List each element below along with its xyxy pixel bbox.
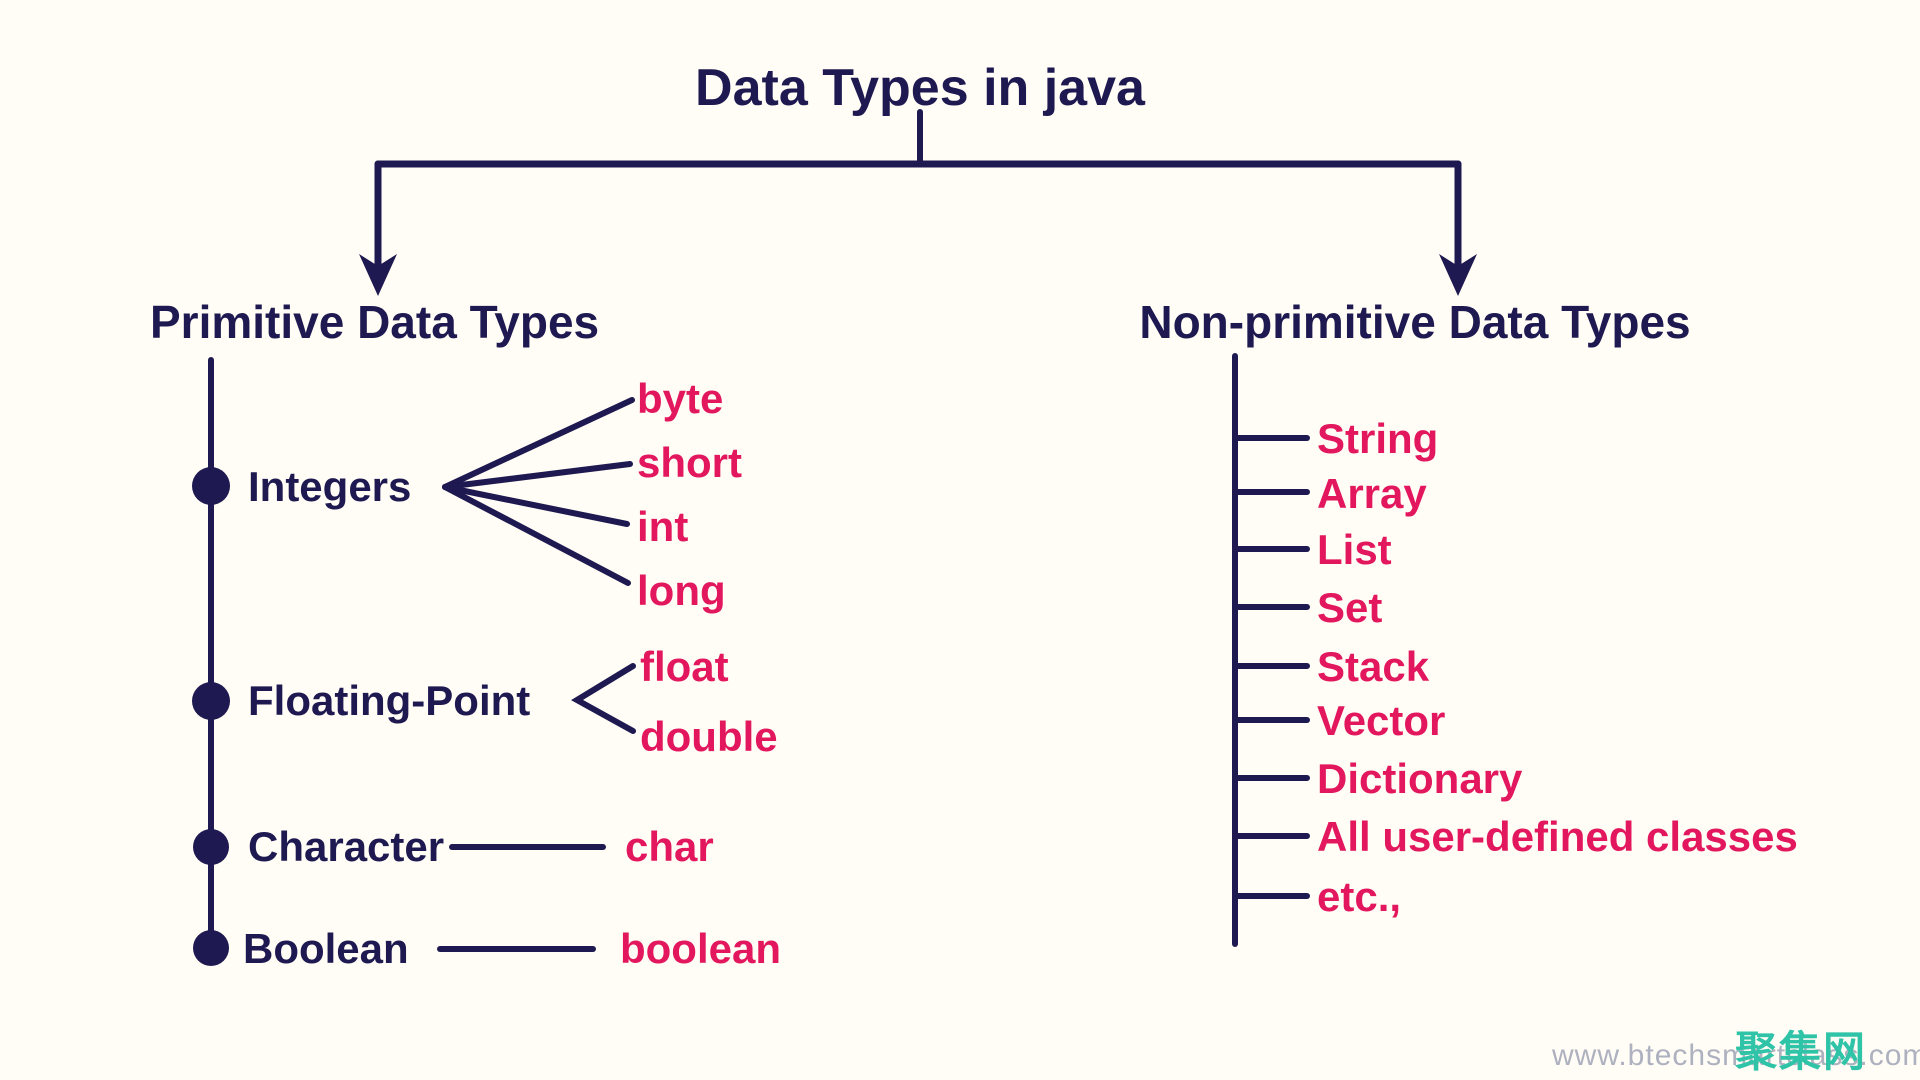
type-label-float: float [640, 643, 729, 690]
integers-fan-line-int [442, 484, 630, 527]
non-primitive-item-string: String [1317, 415, 1439, 462]
left-arrowhead-icon [359, 254, 397, 296]
non-primitive-heading: Non-primitive Data Types [1139, 296, 1691, 348]
type-label-short: short [637, 439, 742, 486]
bullet-floating-point-icon [192, 682, 230, 720]
category-label-integers: Integers [248, 463, 412, 510]
integers-fan-line-long [442, 484, 631, 586]
type-label-double: double [640, 713, 778, 760]
integers-fan-line-byte [442, 397, 635, 490]
category-label-floating-point: Floating-Point [248, 677, 531, 724]
bullet-character-icon [193, 829, 229, 865]
floating-point-branch-line [571, 663, 636, 734]
category-label-boolean: Boolean [243, 925, 409, 972]
diagram-title: Data Types in java [695, 59, 1145, 117]
non-primitive-item-array: Array [1317, 470, 1427, 517]
bullet-integers-icon [192, 467, 230, 505]
watermark-url: www.btechsmartclass.com [1552, 1039, 1920, 1072]
type-label-byte: byte [637, 375, 724, 422]
integers-fan-line-short [442, 461, 633, 490]
non-primitive-item-dictionary: Dictionary [1317, 755, 1523, 802]
type-label-char: char [625, 823, 714, 870]
non-primitive-item-list: List [1317, 526, 1392, 573]
non-primitive-item-stack: Stack [1317, 643, 1430, 690]
right-arrowhead-icon [1439, 254, 1477, 296]
type-label-long: long [637, 567, 726, 614]
non-primitive-item-vector: Vector [1317, 697, 1446, 744]
type-label-int: int [637, 503, 689, 550]
non-primitive-item-set: Set [1317, 584, 1383, 631]
watermark-overlay-stamp: 聚集网 [1735, 1028, 1868, 1075]
category-label-character: Character [248, 823, 445, 870]
primitive-heading: Primitive Data Types [150, 296, 600, 348]
non-primitive-item-user-defined-classes: All user-defined classes [1317, 813, 1798, 860]
type-label-boolean: boolean [620, 925, 782, 972]
bullet-boolean-icon [193, 930, 229, 966]
non-primitive-item-etc: etc., [1317, 873, 1402, 920]
